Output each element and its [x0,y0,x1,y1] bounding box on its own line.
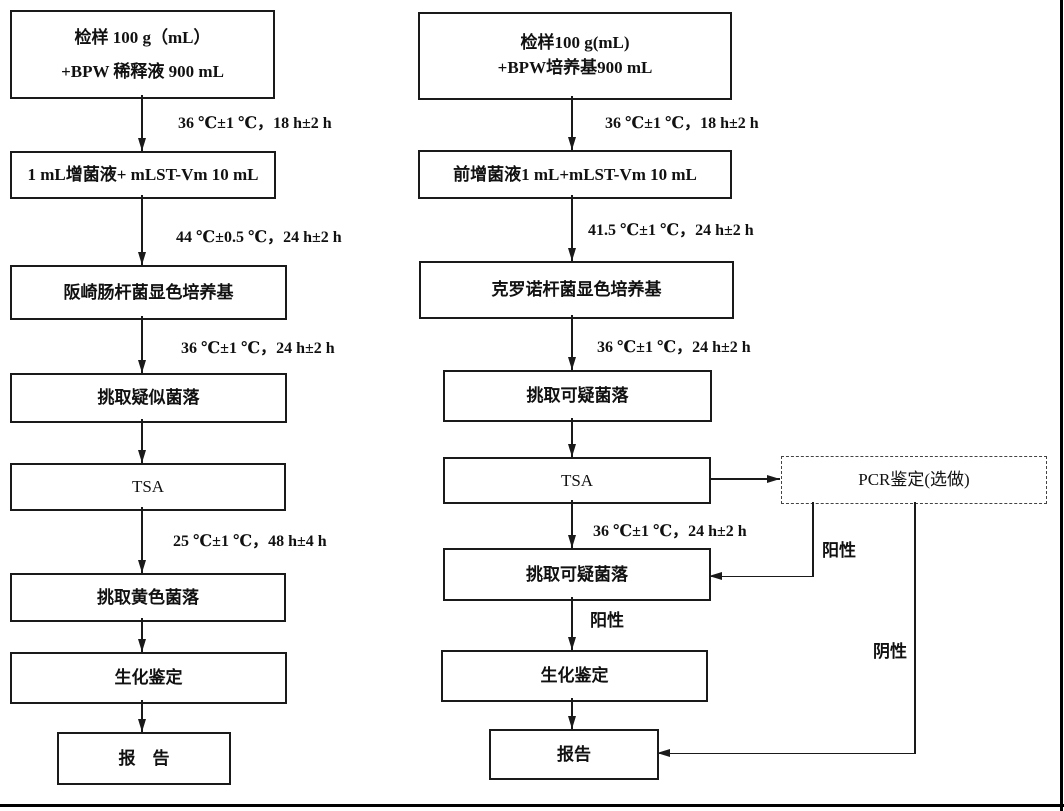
left-incubation-label-2: 44 ℃±0.5 ℃，24 h±2 h [176,229,342,246]
left-box-tsa: TSA [10,463,286,511]
left-box-enrichment-label: 1 mL增菌液+ mLST-Vm 10 mL [27,165,259,185]
left-arrow-4 [141,419,143,463]
right-box-report-label: 报告 [557,744,591,764]
right-incubation-label-2: 41.5 ℃±1 ℃，24 h±2 h [588,222,754,239]
left-arrow-6 [141,618,143,652]
right-box-pcr: PCR鉴定(选做) [781,456,1047,504]
left-box-tsa-label: TSA [131,477,165,497]
left-arrow-5 [141,507,143,573]
left-box-report: 报 告 [57,732,231,785]
right-box-pick-suspect-1-label: 挑取可疑菌落 [526,386,629,406]
right-arrow-2 [571,195,573,261]
left-box-pick-suspect-label: 挑取疑似菌落 [97,388,200,408]
left-box-chromogenic: 阪崎肠杆菌显色培养基 [10,265,287,320]
left-box-biochem-label: 生化鉴定 [114,668,183,688]
tsa-to-pcr-arrow [709,478,780,480]
left-box-report-label: 报 告 [118,748,170,768]
page-border-bottom [0,804,1064,807]
right-box-pick-suspect-1: 挑取可疑菌落 [443,370,712,422]
right-arrow-3 [571,315,573,370]
right-box-sample-line1: 检样100 g(mL) [520,33,630,53]
left-box-sample-line1: 检样 100 g（mL） [74,28,211,48]
negative-label: 阴性 [873,642,907,661]
left-arrow-1 [141,95,143,151]
right-box-pcr-label: PCR鉴定(选做) [858,470,970,490]
left-box-chromogenic-label: 阪崎肠杆菌显色培养基 [63,282,234,302]
right-box-enrichment-label: 前增菌液1 mL+mLST-Vm 10 mL [453,164,697,184]
right-incubation-label-4: 36 ℃±1 ℃，24 h±2 h [593,523,747,540]
pcr-negative-branch-arrow [657,752,915,754]
right-incubation-label-1: 36 ℃±1 ℃，18 h±2 h [605,115,759,132]
left-incubation-label-1: 36 ℃±1 ℃，18 h±2 h [178,115,332,132]
left-arrow-2 [141,195,143,265]
left-box-pick-yellow-label: 挑取黄色菌落 [97,587,199,607]
page-border-right [1060,0,1063,811]
left-arrow-7 [141,700,143,732]
right-box-enrichment: 前增菌液1 mL+mLST-Vm 10 mL [418,150,732,199]
right-box-report: 报告 [489,729,659,780]
right-arrow-5 [571,500,573,548]
right-box-chromogenic: 克罗诺杆菌显色培养基 [419,261,734,319]
right-box-pick-suspect-2-label: 挑取可疑菌落 [526,564,628,584]
right-box-tsa-label: TSA [560,470,594,490]
left-box-enrichment: 1 mL增菌液+ mLST-Vm 10 mL [10,151,276,199]
positive-label: 阳性 [590,611,624,630]
left-incubation-label-4: 25 ℃±1 ℃，48 h±4 h [173,533,327,550]
left-box-pick-suspect: 挑取疑似菌落 [10,373,287,423]
pcr-positive-label: 阳性 [822,541,856,560]
pcr-positive-branch-arrow [709,575,813,577]
left-box-sample-line2: +BPW 稀释液 900 mL [61,61,224,81]
right-arrow-4 [571,418,573,457]
left-arrow-3 [141,316,143,373]
right-incubation-label-3: 36 ℃±1 ℃，24 h±2 h [597,339,751,356]
left-box-biochem: 生化鉴定 [10,652,287,704]
right-box-sample: 检样100 g(mL) +BPW培养基900 mL [418,12,732,100]
right-box-biochem: 生化鉴定 [441,650,708,702]
left-box-sample: 检样 100 g（mL） +BPW 稀释液 900 mL [10,10,275,99]
right-box-pick-suspect-2: 挑取可疑菌落 [443,548,711,601]
left-box-pick-yellow: 挑取黄色菌落 [10,573,286,622]
right-arrow-6 [571,597,573,650]
right-box-biochem-label: 生化鉴定 [540,666,609,686]
right-box-chromogenic-label: 克罗诺杆菌显色培养基 [491,280,662,300]
pcr-positive-branch-vline [812,502,814,577]
right-arrow-1 [571,96,573,150]
left-incubation-label-3: 36 ℃±1 ℃，24 h±2 h [181,340,335,357]
right-box-sample-line2: +BPW培养基900 mL [497,58,653,77]
right-box-tsa: TSA [443,457,711,504]
right-arrow-7 [571,698,573,729]
pcr-negative-branch-vline [914,502,916,754]
